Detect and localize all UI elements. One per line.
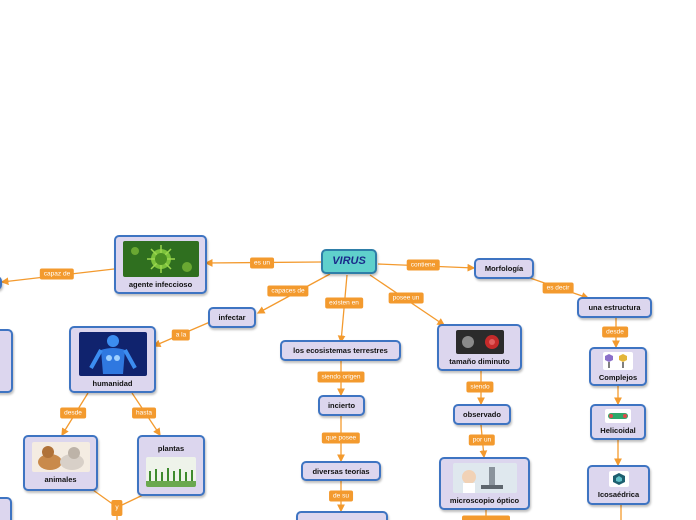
- root-node-virus[interactable]: VIRUS: [321, 249, 377, 274]
- node-agente-label: agente infeccioso: [128, 279, 193, 289]
- node-animales-label: animales: [44, 475, 77, 484]
- link-existen-en: existen en: [325, 297, 363, 309]
- link-que-posee: que posee: [321, 432, 361, 444]
- node-offscreen-left-bottom[interactable]: [0, 497, 12, 520]
- helical-virus-image: [605, 409, 631, 423]
- link-desde-estructura: desde: [602, 326, 628, 338]
- link-capaz-de: capaz de: [39, 268, 75, 280]
- node-microscopio-label: microscopio óptico: [449, 495, 520, 505]
- node-tamano-label: tamaño diminuto: [449, 356, 510, 366]
- node-helicoidal-label: Helicoidal: [600, 426, 636, 435]
- node-tamano-diminuto[interactable]: tamaño diminuto: [437, 324, 522, 371]
- link-y: y: [111, 500, 123, 516]
- link-contiene: contiene: [406, 259, 440, 271]
- node-offscreen-left-middle[interactable]: [0, 329, 13, 393]
- link-capaces-de: capaces de: [267, 285, 309, 297]
- node-ecosistemas[interactable]: los ecosistemas terrestres: [280, 340, 401, 361]
- cat-dog-image: [31, 442, 90, 472]
- link-siendo: siendo: [466, 381, 494, 393]
- node-ecosistemas-label: los ecosistemas terrestres: [293, 346, 388, 355]
- link-por-un: por un: [468, 434, 496, 446]
- link-posee-un: posee un: [388, 292, 424, 304]
- microscope-image: [452, 462, 517, 493]
- link-a-la: a la: [171, 329, 191, 341]
- link-de-su: de su: [329, 490, 353, 502]
- link-es-un: es un: [250, 257, 274, 269]
- link-es-decir: es decir: [542, 282, 574, 294]
- link-line: [92, 489, 115, 506]
- node-estructura-label: una estructura: [588, 303, 641, 312]
- link-hasta: hasta: [132, 407, 156, 419]
- link-siendo-origen: siendo origen: [317, 371, 365, 383]
- link-offscreen-bottom: [462, 515, 510, 520]
- node-plantas-label: plantas: [157, 444, 185, 453]
- node-microscopio-optico[interactable]: microscopio óptico: [439, 457, 530, 510]
- node-una-estructura[interactable]: una estructura: [577, 297, 652, 318]
- node-animales[interactable]: animales: [23, 435, 98, 491]
- node-helicoidal[interactable]: Helicoidal: [590, 404, 646, 440]
- link-desde-humanidad: desde: [60, 407, 86, 419]
- human-body-image: [78, 331, 147, 376]
- node-infectar-label: infectar: [218, 313, 246, 322]
- node-offscreen-bottom[interactable]: [296, 511, 388, 520]
- bacteriophage-image: [603, 351, 633, 370]
- node-incierto[interactable]: incierto: [318, 395, 365, 416]
- icosahedral-virus-image: [608, 471, 629, 487]
- plants-image: [146, 457, 196, 487]
- node-complejos[interactable]: Complejos: [589, 347, 647, 386]
- node-icosaedrica[interactable]: Icosaédrica: [587, 465, 650, 505]
- node-morfologia-label: Morfología: [484, 264, 524, 273]
- node-plantas[interactable]: plantas: [137, 435, 205, 496]
- node-teorias-label: diversas teorías: [312, 466, 370, 476]
- node-icosaedrica-label: Icosaédrica: [597, 490, 640, 499]
- node-humanidad[interactable]: humanidad: [69, 326, 156, 393]
- node-agente-infeccioso[interactable]: agente infeccioso: [114, 235, 207, 294]
- node-morfologia[interactable]: Morfología: [474, 258, 534, 279]
- node-incierto-label: incierto: [327, 401, 356, 410]
- virus-size-image: [455, 329, 504, 354]
- node-observado[interactable]: observado: [453, 404, 511, 425]
- node-observado-label: observado: [463, 410, 501, 419]
- link-line: [337, 274, 348, 344]
- node-complejos-label: Complejos: [598, 372, 638, 382]
- node-infectar[interactable]: infectar: [208, 307, 256, 328]
- root-node-label: VIRUS: [332, 255, 366, 267]
- node-humanidad-label: humanidad: [92, 378, 133, 388]
- node-diversas-teorias[interactable]: diversas teorías: [301, 461, 381, 481]
- virus-image: [122, 240, 199, 277]
